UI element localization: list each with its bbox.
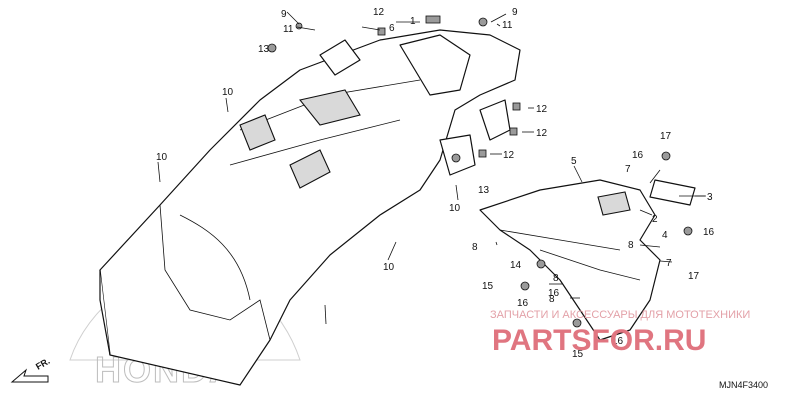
clip-12d-icon (478, 149, 487, 158)
callout-10c: 10 (449, 203, 461, 214)
callout-16d: 17 (688, 271, 700, 282)
callout-13b: 13 (478, 185, 490, 196)
callout-15a: 15 (482, 281, 494, 292)
callout-7b: 8 (628, 240, 634, 251)
callout-17: 17 (660, 131, 672, 142)
direction-label: FR. (34, 356, 52, 372)
front-arrow-icon (10, 368, 49, 383)
callout-2: 2 (652, 214, 658, 225)
clip-12c-icon (509, 127, 518, 136)
callout-10d: 10 (383, 262, 395, 273)
callout-8a: 8 (472, 242, 478, 253)
screw-15-icon (572, 318, 582, 328)
callout-3: 3 (707, 192, 713, 203)
callout-8b: 16 (548, 288, 560, 299)
callout-11b: 11 (502, 20, 513, 31)
callout-17b: 16 (703, 227, 715, 238)
watermark: ЗАПЧАСТИ И АКСЕССУАРЫ ДЛЯ МОТОТЕХНИКИ PA… (490, 309, 750, 357)
callout-16a: 16 (632, 150, 644, 161)
leader-lines (157, 11, 706, 325)
callout-12: 12 (373, 7, 385, 18)
clip-12b-icon (512, 102, 521, 111)
callout-12d: 12 (503, 150, 515, 161)
callout-13: 13 (258, 44, 270, 55)
callout-6: 6 (389, 23, 395, 34)
callout-16b: 16 (517, 298, 529, 309)
clip-12-icon (377, 27, 386, 36)
callout-8d: 8 (549, 294, 555, 305)
callout-9b: 9 (512, 7, 518, 18)
callout-10b: 10 (156, 152, 168, 163)
direction-indicator: FR. (10, 356, 52, 383)
callout-8e: 16 (612, 336, 624, 347)
callout-16c: 4 (662, 230, 668, 241)
rear-inner-fender (99, 29, 521, 386)
collar-15-icon (520, 281, 530, 291)
screw-9b-icon (478, 17, 488, 27)
hardware (267, 15, 693, 328)
callout-12b: 12 (536, 104, 548, 115)
rear-splash-fender (479, 179, 661, 341)
callout-9: 9 (281, 9, 287, 20)
diagram-code: MJN4F3400 (719, 380, 768, 390)
callout-14: 14 (510, 260, 522, 271)
bolt-14-icon (536, 259, 546, 269)
bolt-17-icon (661, 151, 671, 161)
callout-12c: 12 (536, 128, 548, 139)
callout-10a: 10 (222, 87, 234, 98)
callout-11: 11 (283, 24, 294, 35)
callout-5: 5 (571, 156, 577, 167)
callout-4: 7 (666, 258, 672, 269)
bolt-17b-icon (683, 226, 693, 236)
reflector-plate (649, 179, 705, 206)
callout-15b: 15 (572, 349, 584, 360)
watermark-line: ЗАПЧАСТИ И АКСЕССУАРЫ ДЛЯ МОТОТЕХНИКИ (490, 309, 750, 321)
bolt-13b-icon (451, 153, 461, 163)
cushion-1-icon (425, 15, 441, 24)
callout-7a: 7 (625, 164, 631, 175)
callout-8c: 8 (553, 273, 559, 284)
callout-numbers: 9 11 12 1 6 9 11 13 10 10 12 12 12 13 10… (156, 7, 715, 360)
callout-1: 1 (410, 16, 416, 27)
bolt-13-icon (267, 43, 277, 53)
watermark-logo: PARTSFOR.RU (492, 324, 706, 357)
